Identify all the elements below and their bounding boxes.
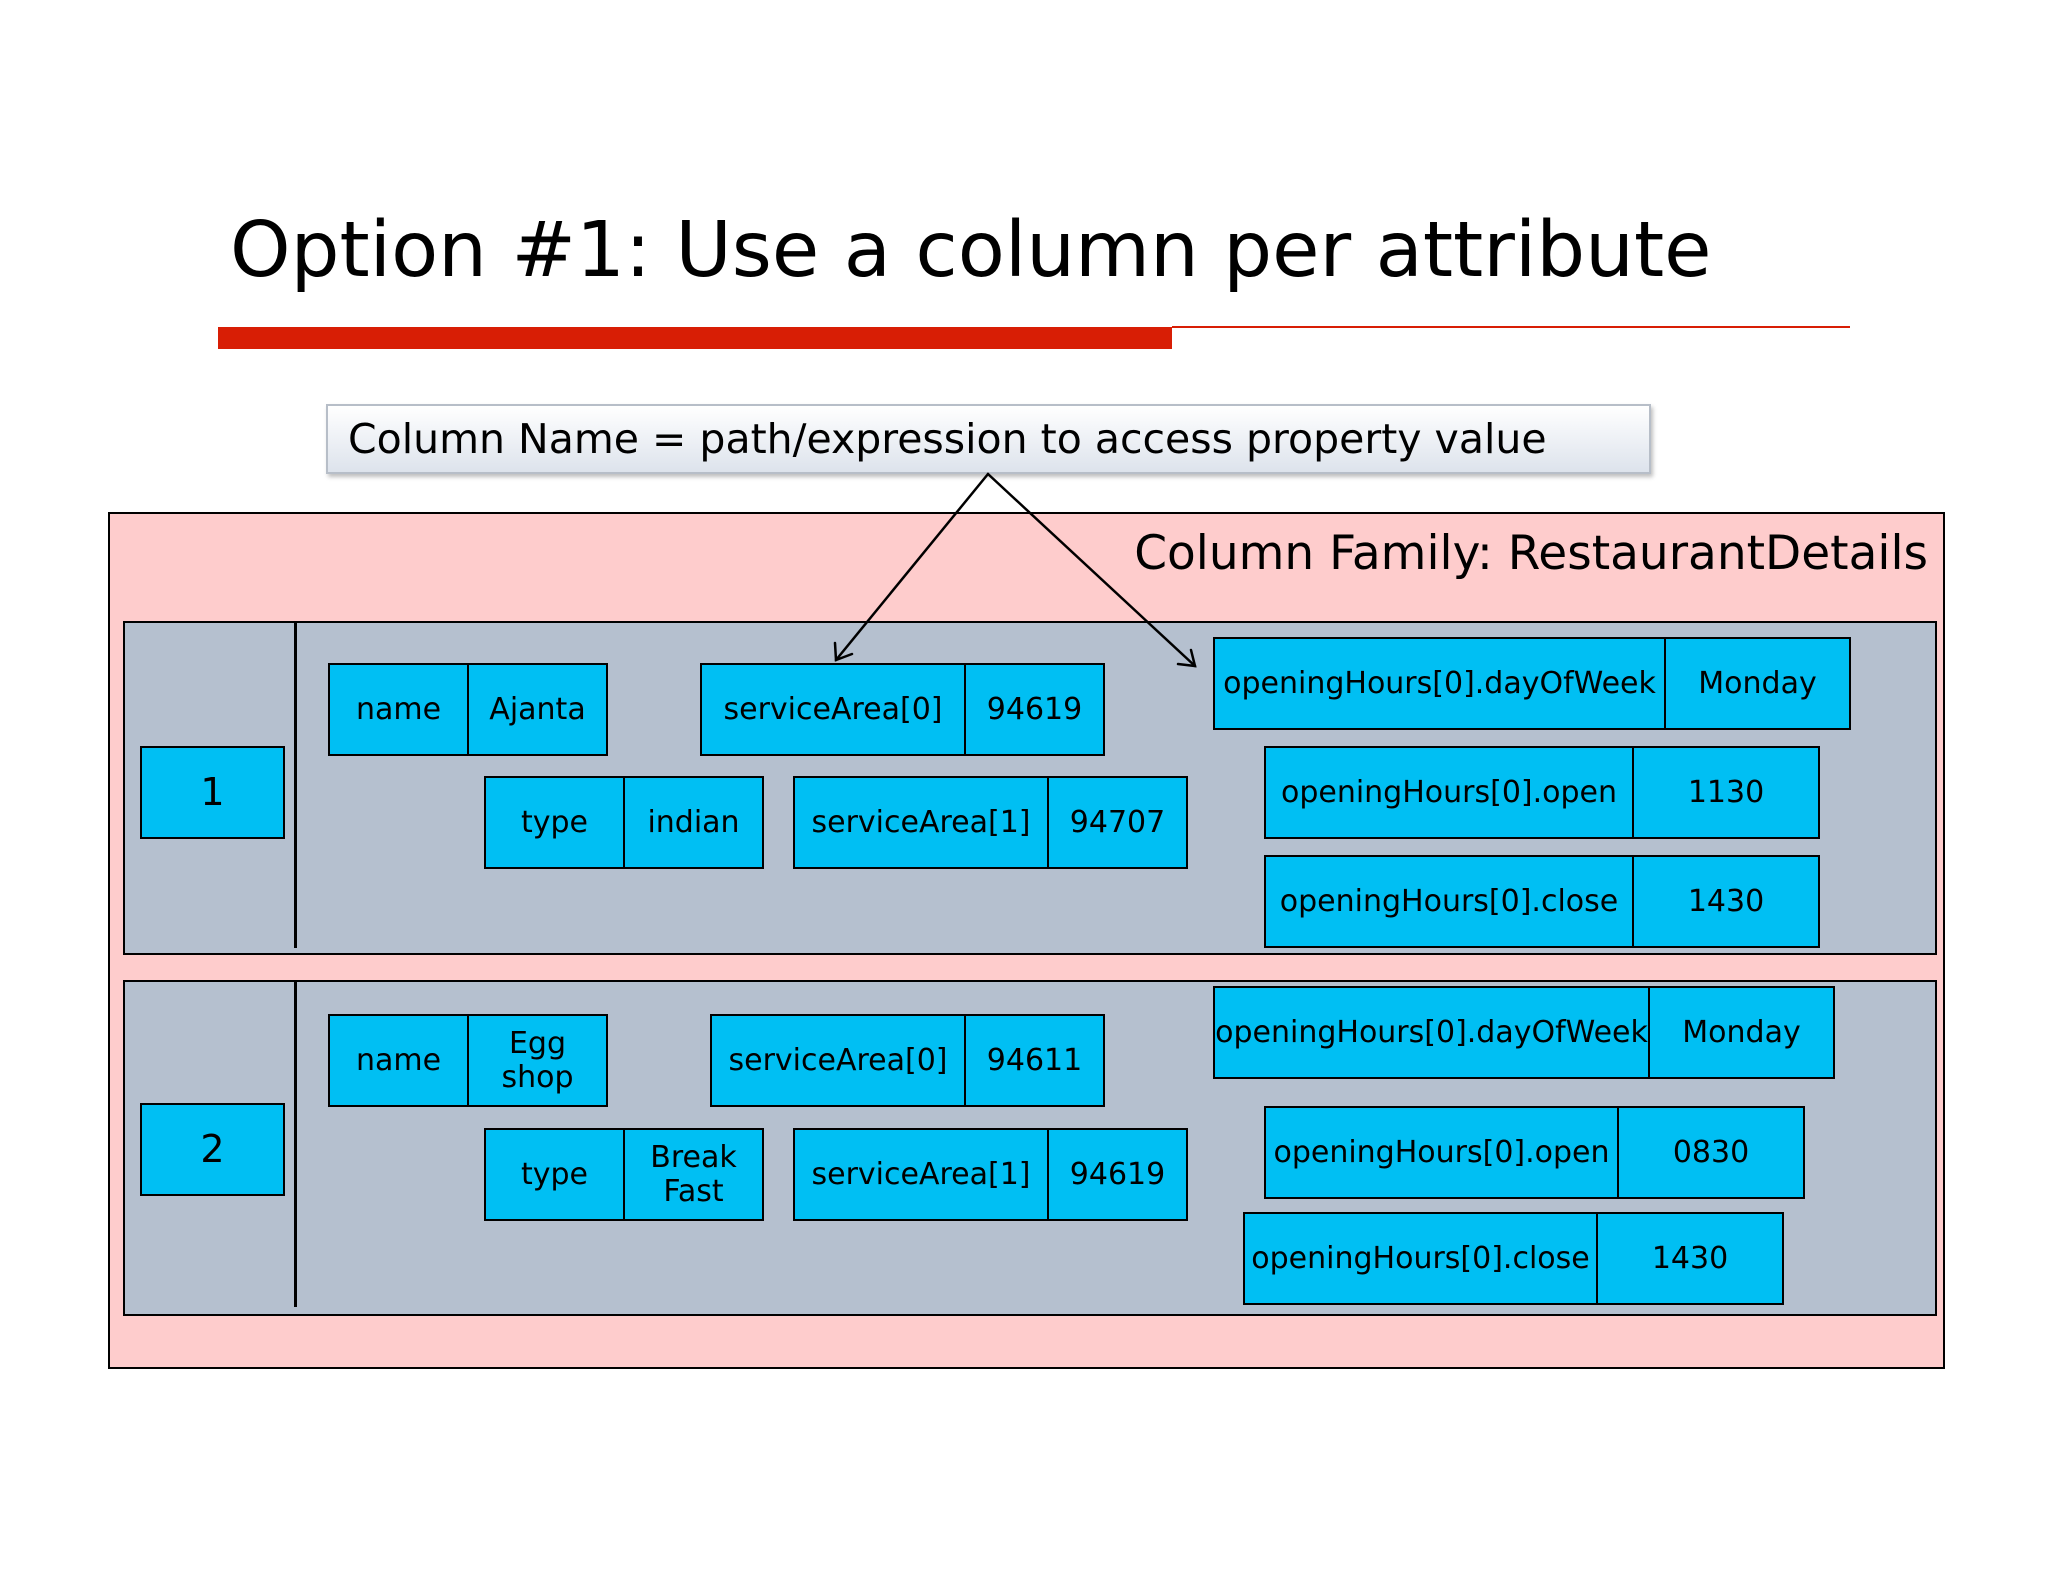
- column-name-cell: serviceArea[1]: [793, 1128, 1049, 1221]
- column-name-cell: openingHours[0].dayOfWeek: [1213, 637, 1666, 730]
- column-name-cell: serviceArea[0]: [700, 663, 966, 756]
- row-key: 1: [140, 746, 285, 839]
- title-underline-thin: [1172, 326, 1850, 328]
- column-value-cell: indian: [623, 776, 764, 869]
- column-value-cell: Ajanta: [467, 663, 608, 756]
- column-value-cell: Egg shop: [467, 1014, 608, 1107]
- column-name-cell: type: [484, 1128, 625, 1221]
- column-name-cell: openingHours[0].close: [1264, 855, 1634, 948]
- column-value-cell: Monday: [1664, 637, 1851, 730]
- column-name-cell: openingHours[0].open: [1264, 1106, 1619, 1199]
- column-value-cell: 1430: [1632, 855, 1820, 948]
- column-value-cell: 94619: [964, 663, 1105, 756]
- column-family-label: Column Family: RestaurantDetails: [1134, 526, 1928, 581]
- column-value-cell: 1430: [1596, 1212, 1784, 1305]
- column-value-cell: 94611: [964, 1014, 1105, 1107]
- column-value-cell: Monday: [1648, 986, 1835, 1079]
- column-value-cell: 1130: [1632, 746, 1820, 839]
- column-value-cell: 94707: [1047, 776, 1188, 869]
- column-name-cell: serviceArea[0]: [710, 1014, 966, 1107]
- row-key-divider-1: [294, 622, 297, 948]
- column-value-cell: 0830: [1617, 1106, 1805, 1199]
- column-name-cell: name: [328, 663, 469, 756]
- title-underline-thick: [218, 327, 1172, 349]
- column-name-callout: Column Name = path/expression to access …: [326, 404, 1651, 474]
- row-key-divider-2: [294, 981, 297, 1307]
- column-value-cell: 94619: [1047, 1128, 1188, 1221]
- column-value-cell: Break Fast: [623, 1128, 764, 1221]
- column-name-cell: name: [328, 1014, 469, 1107]
- column-name-cell: openingHours[0].open: [1264, 746, 1634, 839]
- column-name-cell: openingHours[0].dayOfWeek: [1213, 986, 1650, 1079]
- column-name-cell: serviceArea[1]: [793, 776, 1049, 869]
- slide-title: Option #1: Use a column per attribute: [230, 206, 1712, 295]
- column-name-cell: openingHours[0].close: [1243, 1212, 1598, 1305]
- column-name-cell: type: [484, 776, 625, 869]
- row-key: 2: [140, 1103, 285, 1196]
